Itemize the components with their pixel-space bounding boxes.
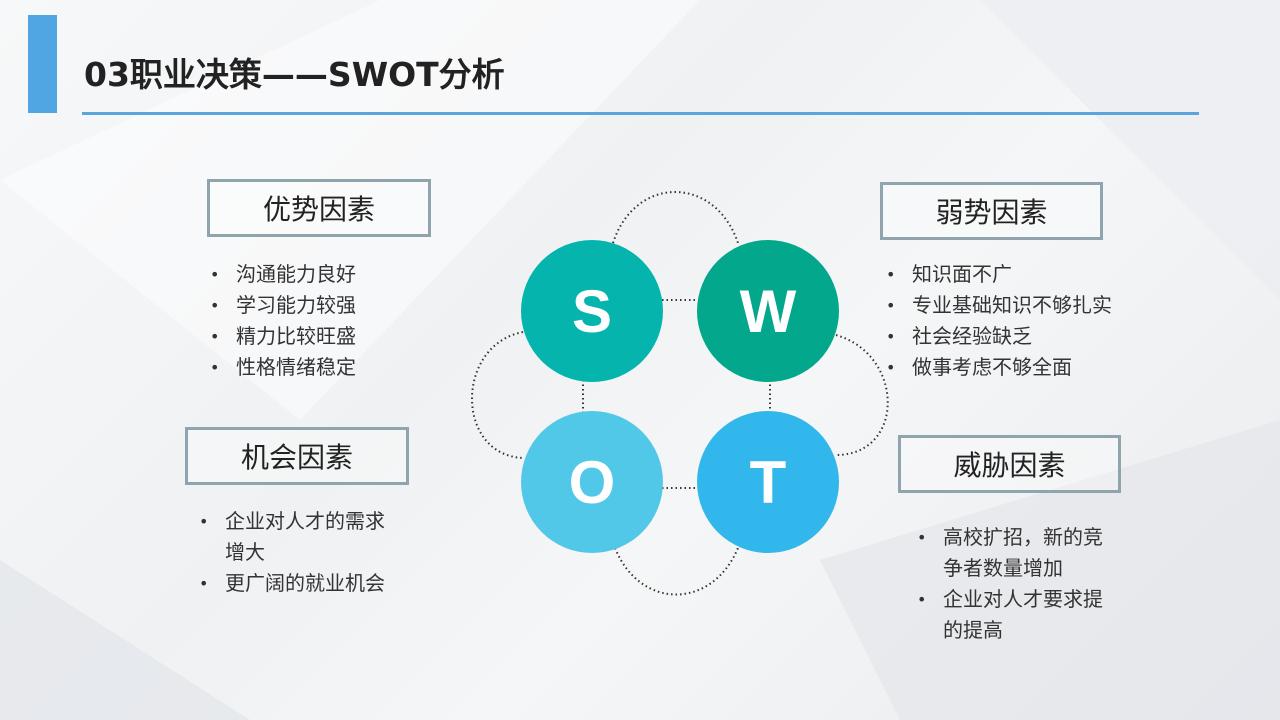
opportunities-list: 企业对人才的需求增大 更广阔的就业机会 — [199, 506, 399, 599]
list-item: 高校扩招，新的竞争者数量增加 — [917, 522, 1117, 584]
opportunities-heading: 机会因素 — [185, 427, 409, 485]
list-item: 学习能力较强 — [210, 290, 430, 321]
list-item: 做事考虑不够全面 — [886, 352, 1166, 383]
swot-circle-w: W — [697, 240, 839, 382]
title-accent-bar — [28, 15, 57, 113]
list-item: 专业基础知识不够扎实 — [886, 290, 1166, 321]
list-item: 更广阔的就业机会 — [199, 568, 399, 599]
list-item: 知识面不广 — [886, 259, 1166, 290]
page-title: 03职业决策——SWOT分析 — [84, 55, 505, 94]
list-item: 企业对人才要求提的提高 — [917, 584, 1117, 646]
list-item: 沟通能力良好 — [210, 259, 430, 290]
weaknesses-list: 知识面不广 专业基础知识不够扎实 社会经验缺乏 做事考虑不够全面 — [886, 259, 1166, 383]
strengths-heading: 优势因素 — [207, 179, 431, 237]
list-item: 社会经验缺乏 — [886, 321, 1166, 352]
connector-left — [471, 331, 524, 459]
swot-circle-s: S — [521, 240, 663, 382]
weaknesses-heading: 弱势因素 — [880, 182, 1103, 240]
connector-right — [835, 334, 889, 456]
threats-heading: 威胁因素 — [898, 435, 1121, 493]
connector-bottom — [614, 547, 739, 596]
list-item: 企业对人才的需求增大 — [199, 506, 399, 568]
threats-list: 高校扩招，新的竞争者数量增加 企业对人才要求提的提高 — [917, 522, 1117, 646]
list-item: 性格情绪稳定 — [210, 352, 430, 383]
swot-circle-t: T — [697, 411, 839, 553]
list-item: 精力比较旺盛 — [210, 321, 430, 352]
swot-circle-o: O — [521, 411, 663, 553]
connector-top — [612, 191, 739, 244]
title-underline — [82, 112, 1199, 115]
strengths-list: 沟通能力良好 学习能力较强 精力比较旺盛 性格情绪稳定 — [210, 259, 430, 383]
